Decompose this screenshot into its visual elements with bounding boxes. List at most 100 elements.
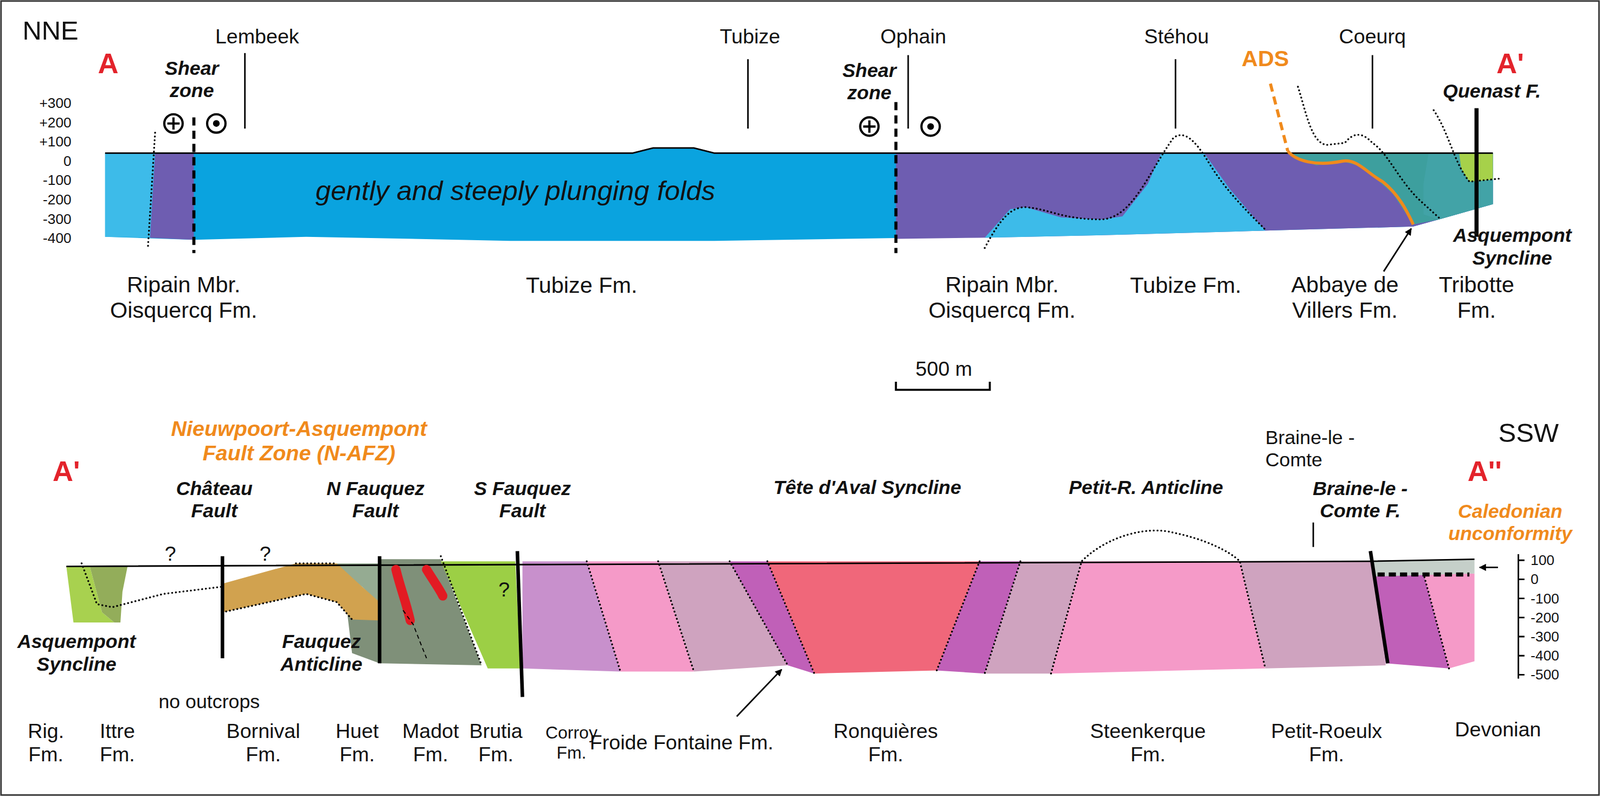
section-label: S Fauquez Fault xyxy=(466,477,579,523)
top-section-units-part xyxy=(984,152,1266,238)
section-label: Château Fault xyxy=(168,477,261,523)
section-label: Braine-le -Comte xyxy=(1265,426,1363,472)
intrusions-part xyxy=(395,569,410,621)
depth-axis xyxy=(1518,554,1525,679)
section-label: ? xyxy=(259,542,272,566)
section-label: NNE xyxy=(22,15,79,46)
ads-contact xyxy=(1270,83,1413,225)
locality-ticks-part xyxy=(1174,59,1177,129)
section-label: Braine-le -Comte F. xyxy=(1309,477,1412,523)
scale-bar-part xyxy=(895,381,990,390)
section-label: Stéhou xyxy=(1144,24,1209,49)
caledonian-unconformity xyxy=(1377,572,1470,577)
section-label: -400 xyxy=(1530,647,1560,664)
section-label: Ripain Mbr. Oisquercq Fm. xyxy=(97,272,271,324)
bottom-section-units-part xyxy=(440,561,521,669)
top-section-units-part xyxy=(895,152,1493,239)
braine-tick xyxy=(1312,522,1315,548)
section-label: 500 m xyxy=(915,357,973,382)
locality-ticks xyxy=(245,53,1373,129)
section-label: -300 xyxy=(1530,628,1560,645)
faults-part xyxy=(377,556,382,664)
section-label: -200 xyxy=(1530,609,1560,626)
top-section-units-part xyxy=(1423,152,1493,220)
section-label: A xyxy=(97,46,119,80)
section-label: Shear zone xyxy=(156,57,228,102)
bottom-boundaries-part xyxy=(586,561,621,672)
top-section-units-part xyxy=(105,152,156,238)
section-label: SSW xyxy=(1498,417,1559,448)
top-boundaries xyxy=(148,86,1501,248)
section-label: Asquempont Syncline xyxy=(1440,224,1584,269)
section-label: -100 xyxy=(1530,589,1560,607)
movement-symbols-part xyxy=(167,117,181,130)
faults-part xyxy=(1370,550,1389,664)
movement-symbols-part xyxy=(860,117,879,136)
section-label: Ophain xyxy=(880,24,947,49)
shear-zones xyxy=(194,101,897,254)
section-label: Rig. Fm. xyxy=(17,719,75,767)
section-label: Ronquières Fm. xyxy=(819,719,953,767)
section-label: Fauquez Anticline xyxy=(265,630,378,676)
section-label: Madot Fm. xyxy=(394,719,467,767)
intrusions-part xyxy=(426,569,443,596)
bottom-boundaries-part xyxy=(81,563,222,608)
section-label: -100 xyxy=(42,171,72,189)
quenast-fault xyxy=(1474,107,1480,237)
leader-arrows-part xyxy=(736,669,782,717)
faults xyxy=(222,550,1388,697)
section-label: -300 xyxy=(42,210,72,227)
section-label: ? xyxy=(498,577,510,602)
leader-arrows-part xyxy=(1383,228,1412,272)
section-label: Petit-Roeulx Fm. xyxy=(1255,719,1398,767)
locality-ticks-part xyxy=(747,59,749,129)
caledonian-unconformity-part xyxy=(1377,572,1470,577)
section-label: no outcrops xyxy=(158,690,260,713)
ads-contact-part xyxy=(1287,151,1413,226)
section-label: -500 xyxy=(1530,666,1560,683)
bottom-boundaries-part xyxy=(658,561,695,672)
locality-ticks-part xyxy=(1371,55,1374,130)
section-label: Tubize xyxy=(720,24,781,49)
section-label: +100 xyxy=(39,133,72,150)
locality-ticks-part xyxy=(243,53,246,129)
section-label: Quenast F. xyxy=(1442,80,1541,104)
top-boundaries-part xyxy=(1298,86,1441,220)
scale-bar xyxy=(895,381,990,390)
leader-arrows xyxy=(736,228,1499,717)
section-label: ? xyxy=(164,542,177,566)
bottom-section-units-part xyxy=(1370,560,1475,577)
bottom-section-units-part xyxy=(1239,561,1386,669)
section-label: +200 xyxy=(39,114,72,131)
section-label: Shear zone xyxy=(833,59,906,104)
section-label: Abbaye de Villers Fm. xyxy=(1273,272,1417,324)
braine-tick-part xyxy=(1312,522,1315,548)
section-label: Petit-R. Anticline xyxy=(1068,476,1224,499)
bottom-section-units-part xyxy=(222,563,380,621)
bottom-boundaries-part xyxy=(296,562,337,564)
fold-trace-part xyxy=(402,609,427,658)
bottom-boundaries-part xyxy=(1423,573,1449,669)
top-section-units-part xyxy=(105,148,1494,153)
intrusions xyxy=(395,569,443,621)
section-label: Ittre Fm. xyxy=(86,719,149,767)
bottom-section-units-part xyxy=(90,566,128,623)
section-label: +300 xyxy=(39,94,72,112)
section-label: Froide Fontaine Fm. xyxy=(587,730,776,755)
depth-axis-part xyxy=(1517,554,1520,679)
section-label: Tubize Fm. xyxy=(1129,272,1242,299)
section-label: Bornival Fm. xyxy=(211,719,314,767)
bottom-section-units-part xyxy=(1050,561,1265,674)
bottom-section-units-part xyxy=(1423,573,1475,669)
top-section-units-part xyxy=(105,148,1494,241)
section-label: A' xyxy=(52,454,81,488)
quenast-fault-part xyxy=(1474,107,1480,237)
bottom-boundaries-part xyxy=(222,593,352,620)
section-label: -400 xyxy=(42,229,72,247)
top-boundaries-part xyxy=(984,135,1266,248)
section-label: 0 xyxy=(1530,570,1539,588)
section-label: Ripain Mbr. Oisquercq Fm. xyxy=(915,272,1089,324)
section-label: A' xyxy=(1496,46,1525,80)
